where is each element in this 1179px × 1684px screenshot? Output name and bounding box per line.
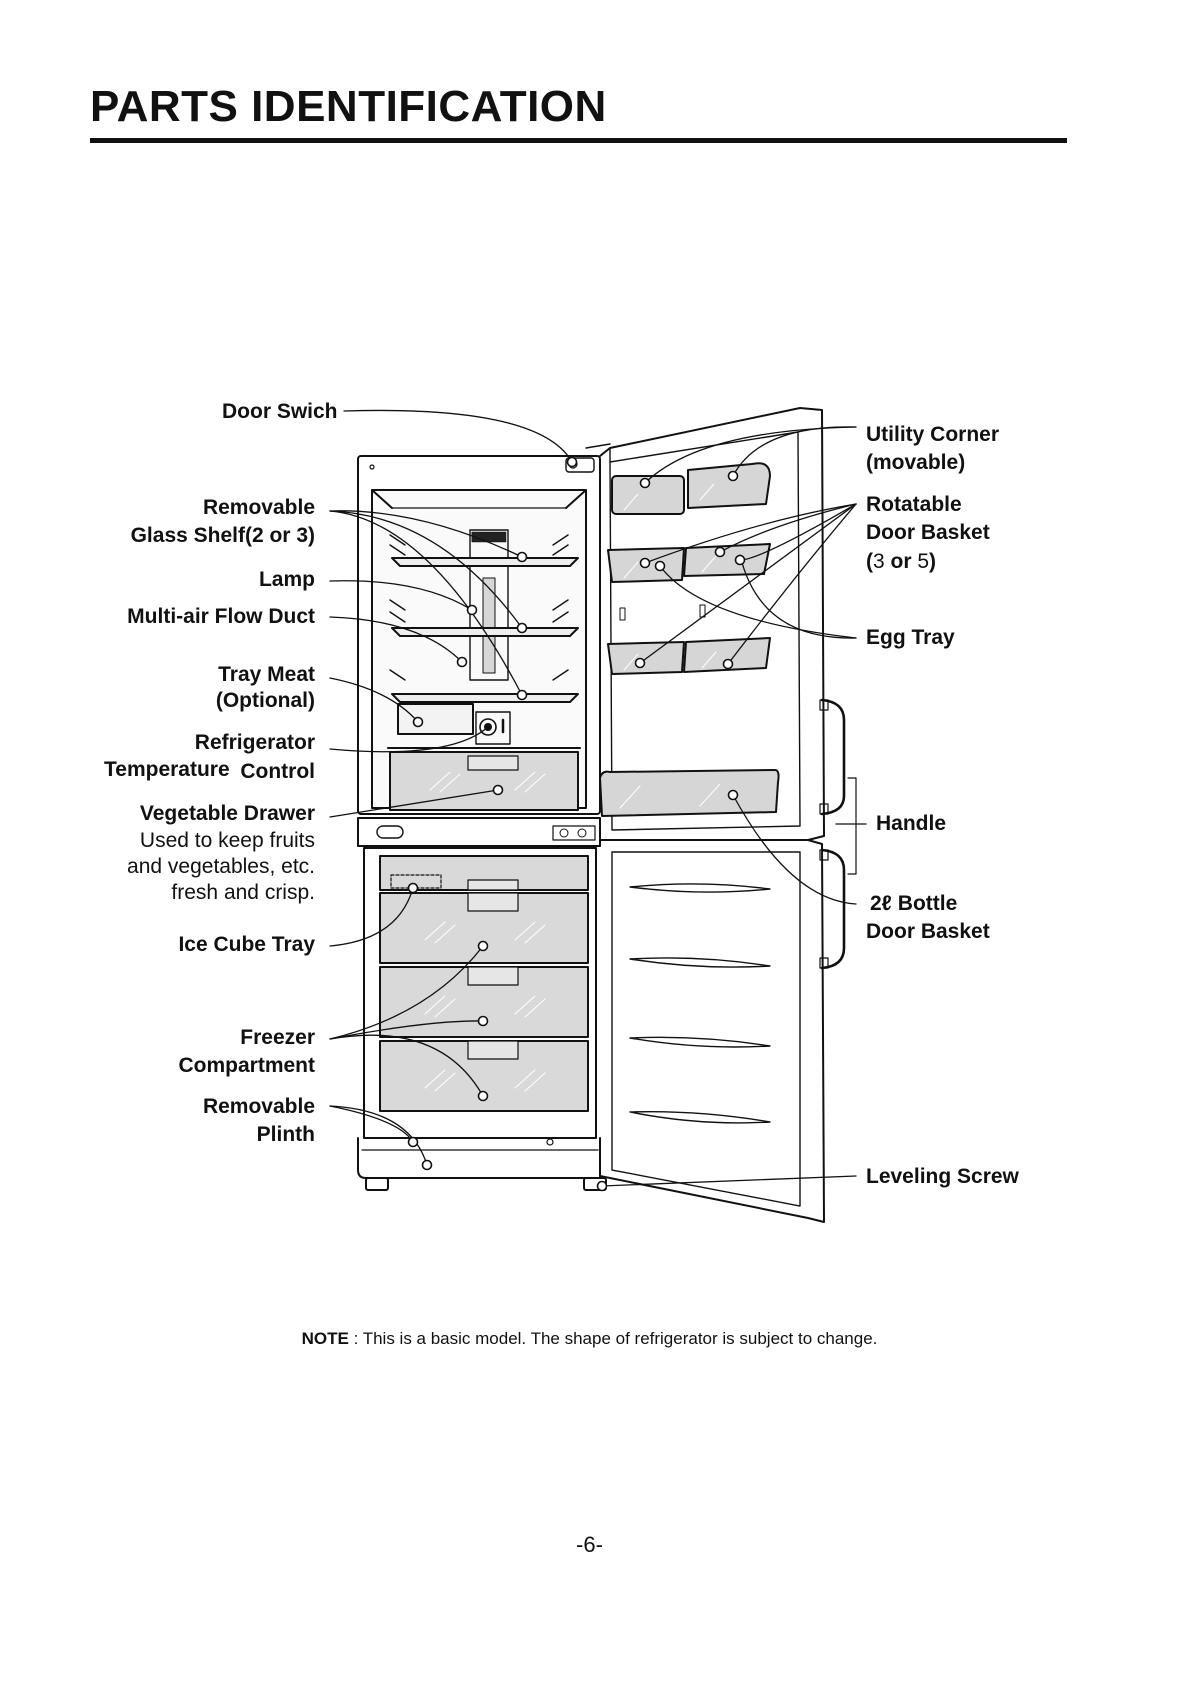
label-freezer-compartment-line2: Compartment xyxy=(178,1052,315,1079)
label-utility-corner-line2: (movable) xyxy=(866,449,965,476)
freezer-door xyxy=(600,778,856,1222)
label-door-switch: Door Swich xyxy=(222,398,338,425)
label-utility-corner-line1: Utility Corner xyxy=(866,421,999,448)
label-removable-glass-shelf-line2: Glass Shelf(2 or 3) xyxy=(131,522,315,549)
label-refrigerator-temperature-line2a: Temperature xyxy=(104,756,230,783)
label-vegetable-drawer: Vegetable Drawer xyxy=(140,800,315,827)
freezer-drawer xyxy=(380,893,588,1111)
note-text: : This is a basic model. The shape of re… xyxy=(349,1329,878,1348)
label-vegetable-drawer-desc-line2: and vegetables, etc. xyxy=(127,854,315,880)
label-freezer-compartment-line1: Freezer xyxy=(240,1024,315,1051)
label-bottle-door-basket-line2: Door Basket xyxy=(866,918,990,945)
label-egg-tray: Egg Tray xyxy=(866,624,955,651)
label-multi-air-flow-duct: Multi-air Flow Duct xyxy=(127,603,315,630)
page-number: -6- xyxy=(0,1532,1179,1558)
label-removable-plinth-line2: Plinth xyxy=(257,1121,315,1148)
label-removable-plinth-line1: Removable xyxy=(203,1093,315,1120)
paren-open: ( xyxy=(866,550,873,573)
paren-close: ) xyxy=(929,550,936,573)
count-three: 3 xyxy=(873,550,885,573)
label-tray-meat-line1: Tray Meat xyxy=(218,661,315,688)
label-refrigerator-temperature-line1: Refrigerator xyxy=(195,729,315,756)
refrigerator-door xyxy=(586,408,844,840)
note: NOTE : This is a basic model. The shape … xyxy=(0,1329,1179,1349)
note-label: NOTE xyxy=(302,1329,349,1348)
label-bottle-door-basket-line1: 2ℓ Bottle xyxy=(870,890,957,917)
label-refrigerator-temperature-line2b: Control xyxy=(240,758,315,785)
label-vegetable-drawer-desc-line3: fresh and crisp. xyxy=(171,880,315,906)
label-handle: Handle xyxy=(876,810,946,837)
label-ice-cube-tray: Ice Cube Tray xyxy=(178,931,315,958)
label-rotatable-door-basket-line3: (3 or 5) xyxy=(866,548,936,575)
label-tray-meat-line2: (Optional) xyxy=(216,687,315,714)
label-rotatable-door-basket-line1: Rotatable xyxy=(866,491,962,518)
count-five: 5 xyxy=(917,550,929,573)
label-lamp: Lamp xyxy=(259,566,315,593)
label-vegetable-drawer-desc-line1: Used to keep fruits xyxy=(140,828,315,854)
word-or: or xyxy=(885,550,918,573)
door-basket xyxy=(600,544,779,816)
label-removable-glass-shelf-line1: Removable xyxy=(203,494,315,521)
cabinet-body xyxy=(358,456,606,1190)
label-rotatable-door-basket-line2: Door Basket xyxy=(866,519,990,546)
label-leveling-screw: Leveling Screw xyxy=(866,1163,1019,1190)
